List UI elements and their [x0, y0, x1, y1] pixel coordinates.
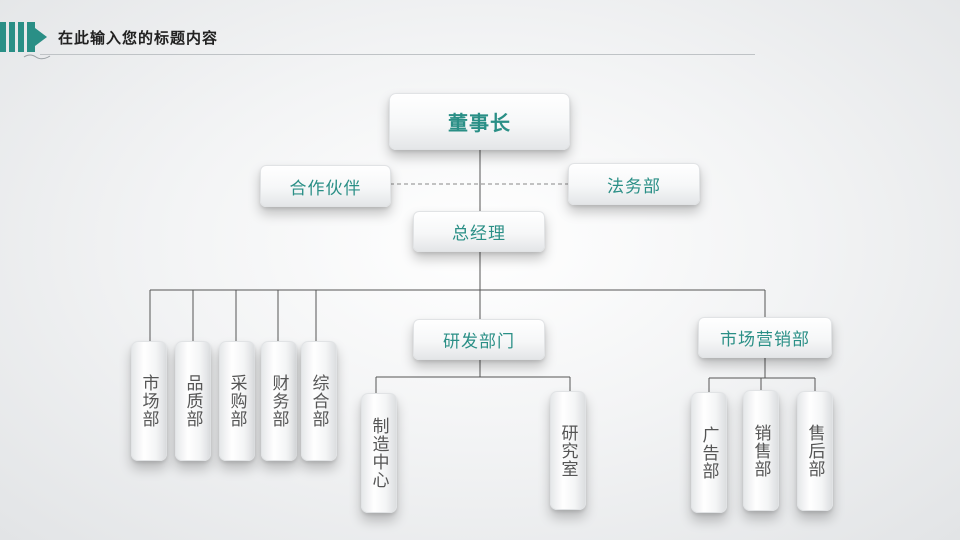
node-after-sales: 售后部 — [797, 391, 833, 511]
node-dept-market: 市场部 — [131, 341, 167, 461]
header-arrow-icon — [0, 22, 52, 52]
node-chairman: 董事长 — [389, 93, 570, 150]
page-title: 在此输入您的标题内容 — [58, 29, 219, 47]
title-swoosh-decoration — [23, 54, 51, 60]
node-sales: 销售部 — [743, 390, 779, 511]
node-manufacturing-center: 制造中心 — [361, 393, 397, 513]
node-dept-purchase: 采购部 — [219, 341, 255, 461]
node-dept-general: 综合部 — [301, 341, 337, 461]
node-marketing: 市场营销部 — [698, 317, 832, 358]
node-rd: 研发部门 — [413, 319, 545, 360]
title-divider — [40, 54, 755, 55]
node-legal: 法务部 — [568, 163, 700, 205]
node-dept-finance: 财务部 — [261, 341, 297, 461]
node-general-manager: 总经理 — [413, 211, 545, 252]
node-dept-quality: 品质部 — [175, 341, 211, 461]
node-advertising: 广告部 — [691, 392, 727, 513]
node-partner: 合作伙伴 — [260, 165, 391, 207]
node-research-lab: 研究室 — [550, 391, 586, 510]
